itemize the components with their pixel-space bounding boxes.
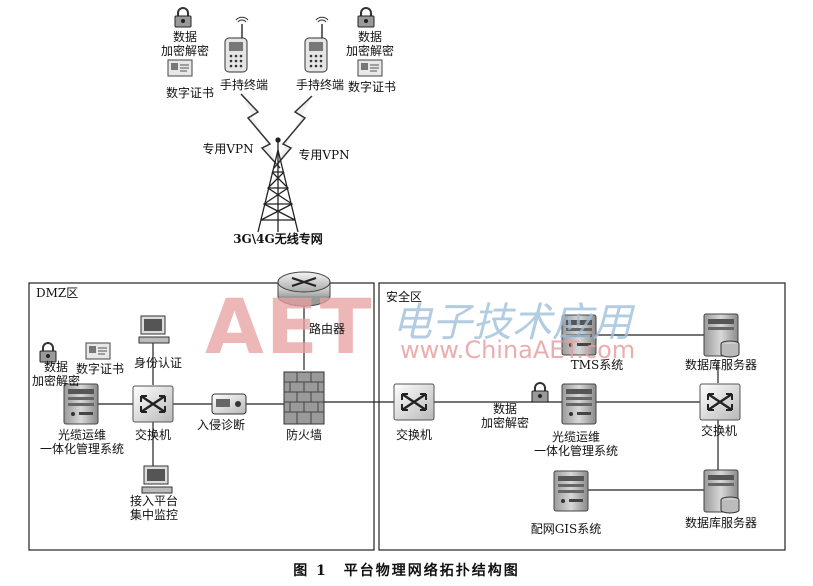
cert-label-top-left: 数字证书 bbox=[165, 86, 214, 100]
firewall-icon bbox=[283, 371, 325, 425]
certificate-icon-top-left bbox=[167, 59, 193, 77]
certificate-icon-top-right bbox=[357, 59, 383, 77]
tms-label: TMS系统 bbox=[570, 358, 624, 372]
ids-label: 入侵诊断 bbox=[196, 418, 245, 432]
handheld-terminal-icon-right bbox=[304, 16, 329, 73]
encrypt-label-secure: 数据 加密解密 bbox=[480, 402, 529, 430]
access-label: 接入平台 集中监控 bbox=[129, 494, 178, 522]
wireless-link-left bbox=[240, 93, 281, 169]
auth-pc-icon bbox=[138, 315, 170, 344]
cert-label-top-right: 数字证书 bbox=[347, 80, 396, 94]
ops-server-icon-dmz bbox=[63, 383, 99, 425]
radio-tower-icon bbox=[257, 137, 299, 233]
vpn-label-right: 专用VPN bbox=[298, 148, 350, 162]
dmz-zone-box bbox=[28, 282, 375, 551]
db1-label: 数据库服务器 bbox=[684, 358, 757, 372]
gis-server-icon bbox=[553, 470, 589, 512]
firewall-label: 防火墙 bbox=[285, 428, 322, 442]
switch-label-secure-b: 交换机 bbox=[700, 424, 737, 438]
encryption-lock-icon-top-right bbox=[357, 7, 375, 28]
vpn-label-left: 专用VPN bbox=[202, 142, 254, 156]
db2-label: 数据库服务器 bbox=[684, 516, 757, 530]
secure-zone-label: 安全区 bbox=[386, 290, 423, 304]
handheld-terminal-icon-left bbox=[224, 16, 249, 73]
figure-caption: 图 1 平台物理网络拓扑结构图 bbox=[293, 563, 520, 579]
wireless-link-right bbox=[273, 95, 313, 169]
router-icon bbox=[277, 271, 331, 307]
certificate-icon-dmz bbox=[85, 342, 111, 360]
switch-icon-dmz bbox=[131, 384, 175, 424]
network-label: 3G\4G无线专网 bbox=[233, 232, 323, 246]
switch-icon-secure-a bbox=[392, 382, 436, 422]
encrypt-label-dmz: 数据 加密解密 bbox=[31, 360, 80, 388]
database-server-icon-2 bbox=[703, 469, 740, 514]
intrusion-detection-icon bbox=[211, 393, 247, 415]
switch-label-dmz: 交换机 bbox=[134, 428, 171, 442]
dmz-zone-label: DMZ区 bbox=[36, 286, 79, 300]
tms-server-icon bbox=[561, 314, 597, 356]
terminal-label-right: 手持终端 bbox=[295, 78, 344, 92]
auth-label: 身份认证 bbox=[133, 356, 182, 370]
ops-server-icon-secure bbox=[561, 383, 597, 425]
database-server-icon-1 bbox=[703, 313, 740, 358]
switch-icon-secure-b bbox=[698, 382, 742, 422]
ops-label-dmz: 光缆运维 一体化管理系统 bbox=[39, 428, 124, 456]
encrypt-label-top-right: 数据 加密解密 bbox=[345, 30, 394, 58]
encryption-lock-icon-top-left bbox=[174, 7, 192, 28]
ops-label-secure: 光缆运维 一体化管理系统 bbox=[533, 430, 618, 458]
cert-label-dmz: 数字证书 bbox=[75, 362, 124, 376]
access-monitor-pc-icon bbox=[141, 465, 173, 494]
encrypt-label-top-left: 数据 加密解密 bbox=[160, 30, 209, 58]
encryption-lock-icon-secure bbox=[531, 382, 549, 403]
terminal-label-left: 手持终端 bbox=[219, 78, 268, 92]
gis-label: 配网GIS系统 bbox=[530, 522, 602, 536]
switch-label-secure-a: 交换机 bbox=[395, 428, 432, 442]
router-label: 路由器 bbox=[308, 322, 345, 336]
secure-zone-box bbox=[378, 282, 786, 551]
